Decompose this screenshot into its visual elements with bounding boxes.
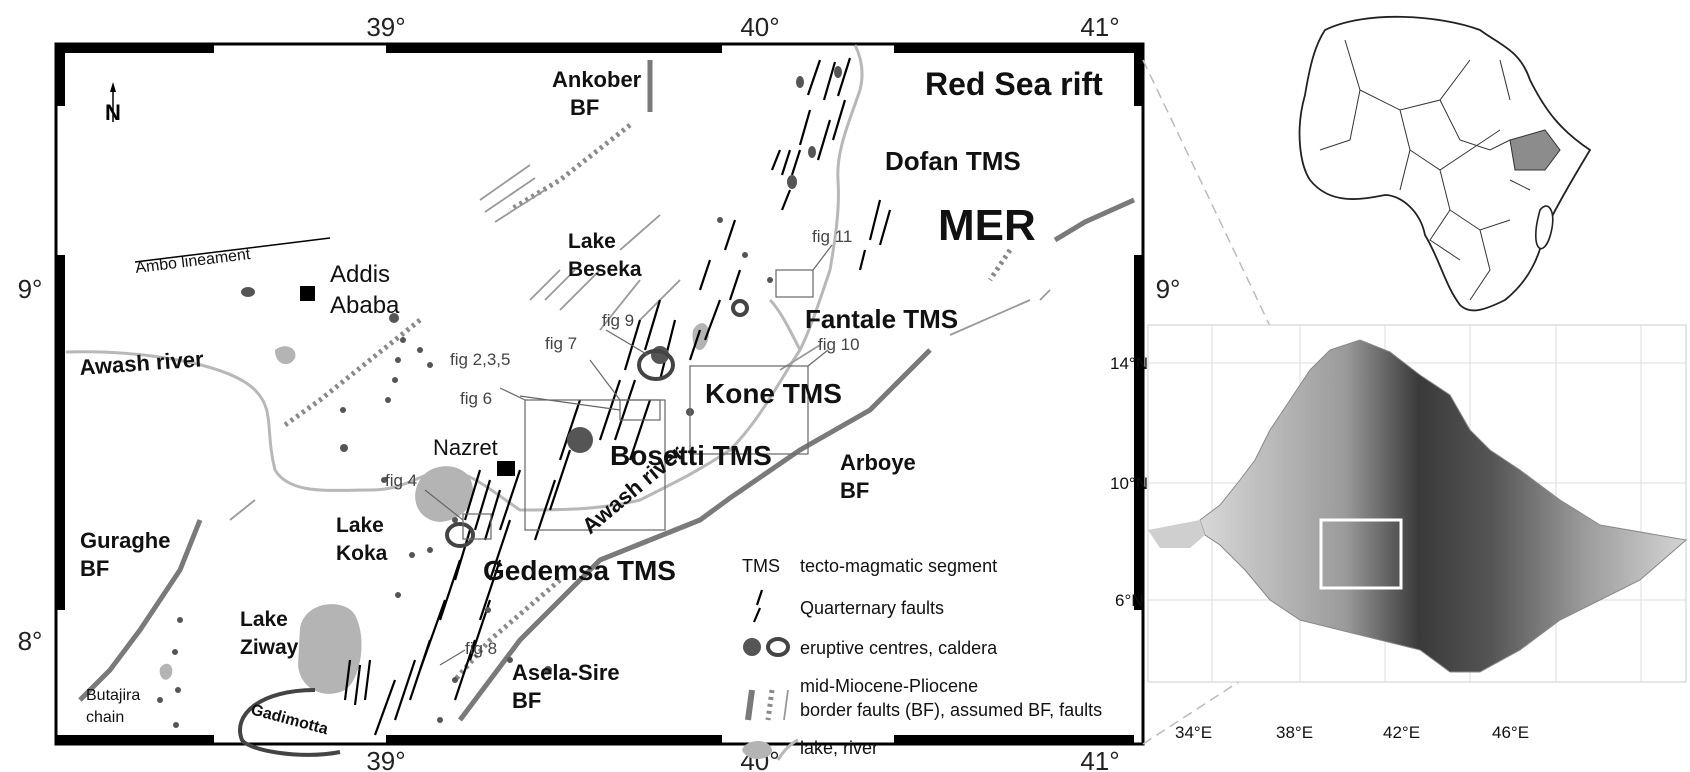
north-label: N [105, 100, 121, 125]
label-fig11: fig 11 [812, 227, 852, 246]
inset-lon-42: 42°E [1383, 723, 1420, 742]
sudan-lowland [1148, 520, 1205, 548]
map-frame [54, 42, 1145, 746]
label-fig10: fig 10 [818, 335, 860, 354]
thin-faults [229, 164, 1051, 521]
main-map: 39° 40° 41° 39° 40° 41° 9° 8° 9° 8° N [18, 12, 1181, 772]
legend-border-1: mid-Miocene-Pliocene [800, 676, 978, 696]
label-fig9: fig 9 [602, 311, 634, 330]
legend-lake-river-icon [742, 738, 799, 761]
africa-inset [1298, 15, 1592, 312]
ethiopia-highlight [1509, 129, 1561, 171]
label-guraghe: Guraghe [80, 528, 170, 553]
label-lake-koka-1: Lake [336, 514, 384, 537]
label-red-sea-rift: Red Sea rift [925, 66, 1103, 102]
legend-eruptive-icon [743, 637, 790, 657]
legend-fault-icon [752, 589, 764, 623]
label-butajira-2: chain [86, 709, 124, 726]
label-ankober: Ankober [552, 67, 642, 92]
label-fig7: fig 7 [545, 334, 577, 353]
legend-border-fault-icon [745, 689, 789, 721]
label-arboye: Arboye [840, 450, 916, 475]
label-bosetti: Bosetti TMS [610, 440, 772, 471]
label-gedemsa: Gedemsa TMS [483, 555, 676, 586]
border-faults [78, 60, 1136, 722]
north-arrow-icon: N [105, 82, 121, 125]
label-guraghe-bf: BF [80, 556, 109, 581]
lon-tick-40-top: 40° [740, 12, 779, 42]
label-fig6: fig 6 [460, 389, 492, 408]
legend-faults: Quarternary faults [800, 598, 944, 618]
lon-tick-41-bottom: 41° [1080, 746, 1119, 772]
label-lake-ziway-2: Ziway [240, 636, 299, 659]
label-nazret: Nazret [433, 435, 498, 460]
calderas [238, 299, 749, 757]
legend-tms-desc: tecto-magmatic segment [800, 556, 997, 576]
eruptive-centres [157, 66, 842, 728]
label-fantale: Fantale TMS [805, 304, 958, 334]
label-asela: Asela-Sire [512, 660, 620, 685]
label-fig4: fig 4 [385, 471, 417, 490]
label-arboye-bf: BF [840, 478, 869, 503]
lat-tick-8-left: 8° [18, 626, 43, 656]
label-mer: MER [938, 201, 1036, 250]
inset-lat-6: 6°N [1115, 591, 1144, 610]
lon-tick-41-top: 41° [1080, 12, 1119, 42]
label-butajira-1: Butajira [86, 687, 140, 704]
legend-tms-abbrev: TMS [742, 556, 780, 576]
legend-eruptive: eruptive centres, caldera [800, 638, 998, 658]
lake-small-1 [275, 346, 296, 365]
label-lake-koka-2: Koka [336, 542, 388, 565]
label-addis: Addis [330, 261, 390, 288]
inset-lon-38: 38°E [1276, 723, 1313, 742]
lat-tick-9-left: 9° [18, 274, 43, 304]
nazret-marker [497, 461, 515, 476]
label-dofan: Dofan TMS [885, 146, 1021, 176]
inset-lon-46: 46°E [1492, 723, 1529, 742]
label-lake-ziway-1: Lake [240, 608, 288, 631]
label-kone: Kone TMS [705, 378, 842, 409]
lake-ziway-shape [298, 604, 362, 694]
quaternary-faults [343, 57, 892, 736]
madagascar-outline [1535, 205, 1554, 250]
label-asela-bf: BF [512, 688, 541, 713]
label-fig-235: fig 2,3,5 [450, 350, 511, 369]
legend-border-2: border faults (BF), assumed BF, faults [800, 700, 1102, 720]
inset-lon-34: 34°E [1175, 723, 1212, 742]
legend-lake-river: lake, river [800, 738, 878, 758]
label-fig8: fig 8 [465, 639, 497, 658]
lon-tick-39-bottom: 39° [366, 746, 405, 772]
figure-boxes [424, 244, 833, 666]
label-ababa: Ababa [330, 292, 400, 319]
study-area-box [1319, 518, 1403, 590]
inset-lat-10: 10°N [1110, 474, 1148, 493]
lake-koka-shape [415, 466, 474, 522]
bosetti-centre [567, 427, 593, 453]
lon-tick-39-top: 39° [366, 12, 405, 42]
ethiopia-inset: 34°E 38°E 42°E 46°E 14°N 10°N 6°N [1110, 324, 1688, 742]
lake-small-2 [159, 663, 173, 680]
africa-outline [1298, 15, 1592, 312]
lakes [159, 323, 709, 694]
lat-tick-9-right: 9° [1156, 274, 1181, 304]
ambo-lineament [134, 237, 331, 263]
addis-ababa-marker [300, 286, 315, 301]
legend: TMS tecto-magmatic segment Quarternary f… [742, 556, 1102, 761]
rivers [65, 44, 864, 512]
label-ankober-bf: BF [570, 95, 599, 120]
frame-ticks [56, 44, 1143, 744]
inset-lat-14: 14°N [1110, 354, 1148, 373]
ethiopia-tick-labels: 34°E 38°E 42°E 46°E 14°N 10°N 6°N [1110, 354, 1529, 742]
label-lake-beseka-2: Beseka [568, 258, 642, 281]
africa-borders [1319, 39, 1531, 301]
label-lake-beseka-1: Lake [568, 230, 616, 253]
